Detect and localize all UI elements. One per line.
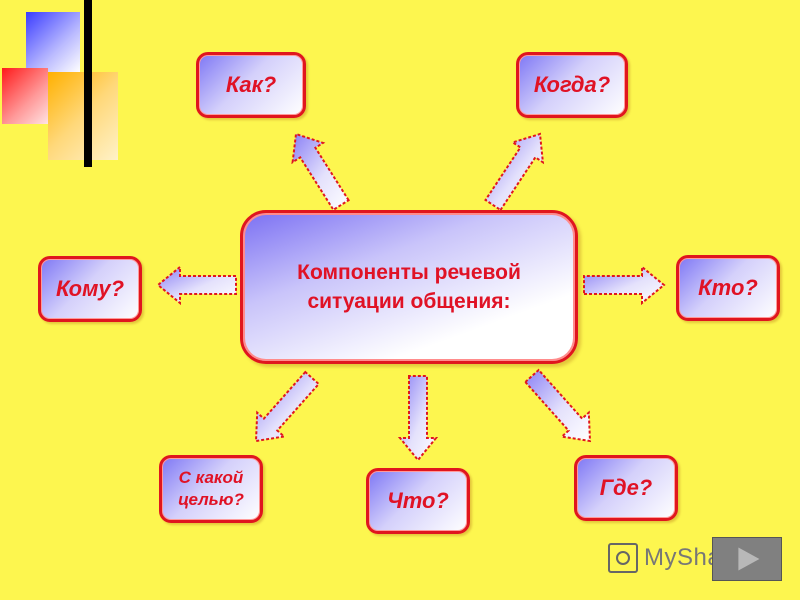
decor-orange-rect (48, 72, 118, 160)
decor-black-bar (84, 0, 92, 167)
node-s-kakoy-line2: целью? (178, 490, 244, 509)
node-komu: Кому? (38, 256, 142, 322)
central-topic-line1: Компоненты речевой (297, 260, 521, 284)
node-kak-label: Как? (225, 71, 277, 97)
arrow-to-kto (583, 264, 666, 306)
decor-red-square (2, 68, 48, 124)
node-gde: Где? (574, 455, 678, 521)
node-kogda: Когда? (516, 52, 628, 118)
node-chto: Что? (366, 468, 470, 534)
play-icon (738, 547, 760, 571)
arrow-to-kogda (484, 132, 545, 212)
node-kto: Кто? (676, 255, 780, 321)
node-kak: Как? (196, 52, 306, 118)
node-gde-label: Где? (599, 474, 653, 500)
node-kogda-label: Когда? (533, 71, 611, 97)
arrow-to-komu (156, 264, 237, 306)
arrow-to-gde (523, 368, 592, 443)
central-topic-line2: ситуации общения: (307, 290, 511, 313)
arrow-to-s-kakoy (254, 370, 321, 443)
presentation-icon (608, 543, 638, 573)
central-topic-box: Компоненты речевой ситуации общения: (240, 210, 578, 364)
arrow-to-kak (291, 132, 350, 212)
node-s-kakoy-celyu: С какой целью? (159, 455, 263, 523)
node-chto-label: Что? (387, 487, 449, 513)
decor-blue-square (26, 12, 80, 72)
arrow-to-chto (397, 375, 439, 462)
node-kto-label: Кто? (698, 274, 758, 300)
next-slide-button[interactable] (712, 537, 782, 581)
node-komu-label: Кому? (55, 275, 125, 301)
node-s-kakoy-line1: С какой (178, 467, 244, 487)
